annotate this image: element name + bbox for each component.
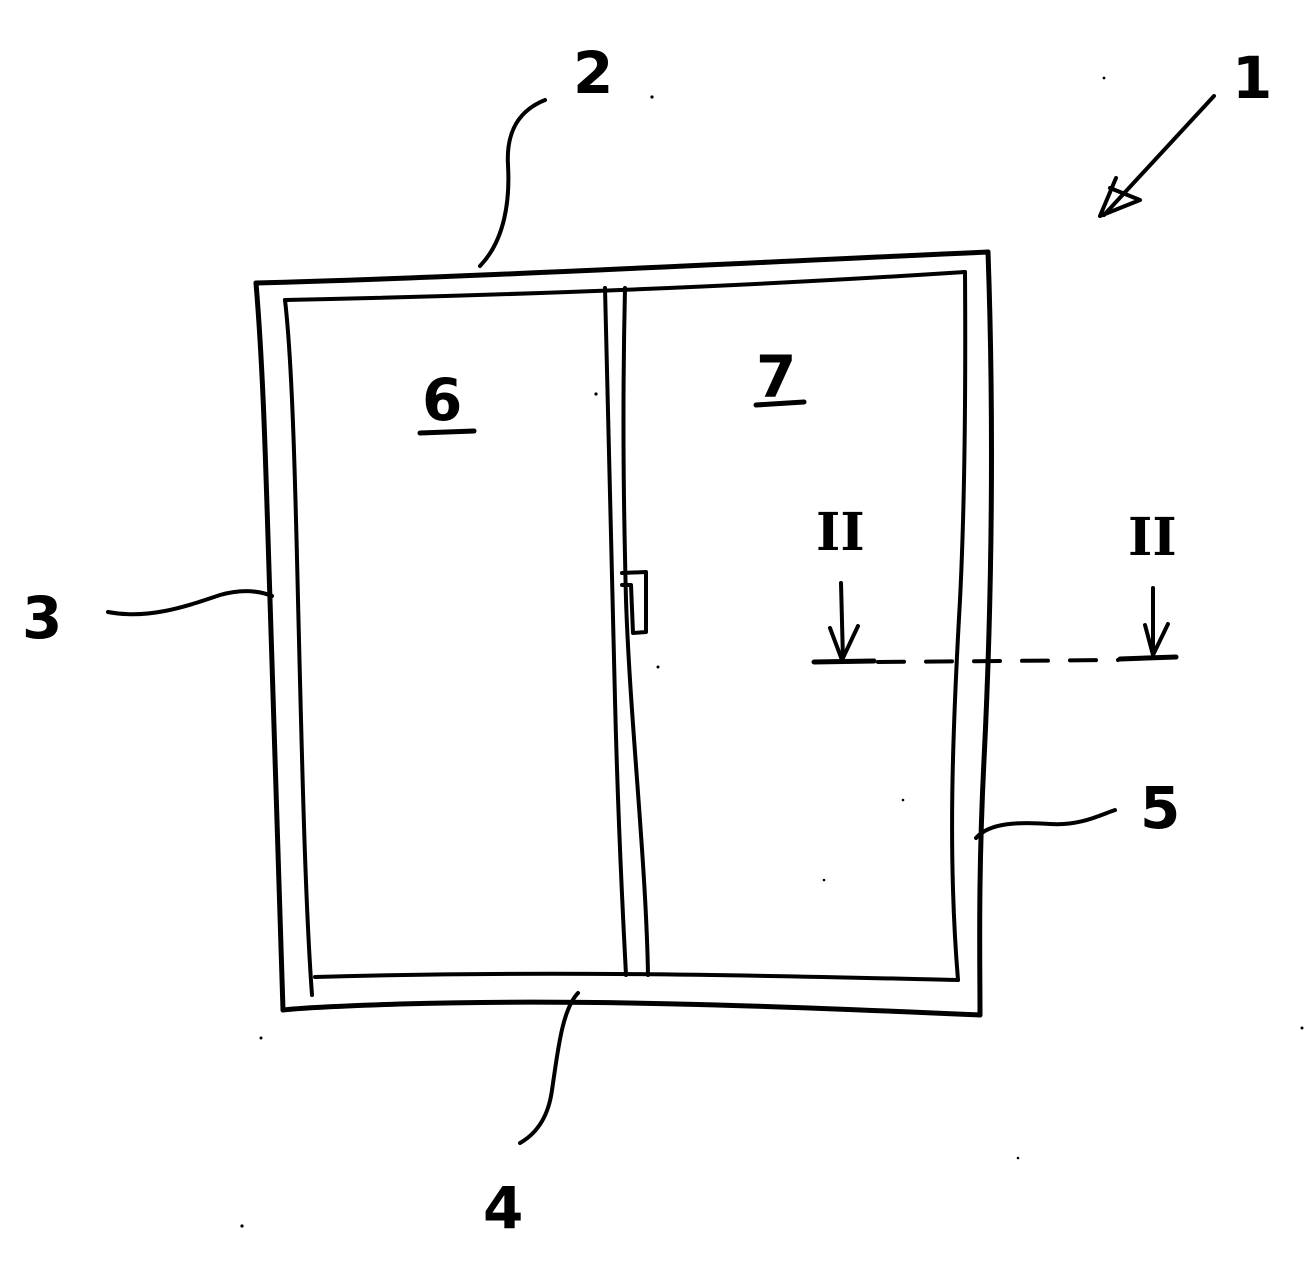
inner-frame-bottom bbox=[315, 974, 958, 980]
label-bottom-frame: 4 bbox=[483, 1174, 523, 1242]
label-assembly: 1 bbox=[1232, 44, 1272, 112]
label-panel-left-underline bbox=[420, 431, 474, 433]
section-bar-right bbox=[1120, 657, 1176, 659]
label-section-left: II bbox=[816, 502, 865, 563]
label-top-frame: 2 bbox=[573, 39, 613, 107]
section-line bbox=[814, 583, 1176, 662]
outer-frame-right bbox=[980, 252, 992, 1015]
section-dashed-line bbox=[878, 660, 1118, 662]
label-panel-right-underline bbox=[756, 402, 804, 405]
label-right-frame: 5 bbox=[1140, 774, 1180, 842]
leader-line-3 bbox=[108, 591, 272, 614]
outer-frame-bottom bbox=[283, 1002, 980, 1015]
section-arrow-left-shaft bbox=[841, 583, 843, 660]
inner-frame-left bbox=[285, 300, 312, 995]
label-section-right: II bbox=[1128, 507, 1177, 568]
section-bar-left bbox=[814, 661, 874, 662]
inner-frame-right bbox=[952, 272, 965, 980]
assembly-arrow-shaft-icon bbox=[1104, 96, 1214, 215]
label-panel-left: 6 bbox=[422, 366, 462, 434]
assembly-arrow bbox=[1100, 96, 1214, 216]
scan-specks bbox=[240, 77, 1303, 1228]
outer-frame-left bbox=[256, 283, 283, 1010]
label-left-frame: 3 bbox=[22, 584, 62, 652]
leader-line-5 bbox=[976, 810, 1115, 838]
leader-line-2 bbox=[480, 100, 545, 266]
leader-line-4 bbox=[520, 993, 578, 1143]
section-arrow-right-head bbox=[1145, 624, 1168, 655]
